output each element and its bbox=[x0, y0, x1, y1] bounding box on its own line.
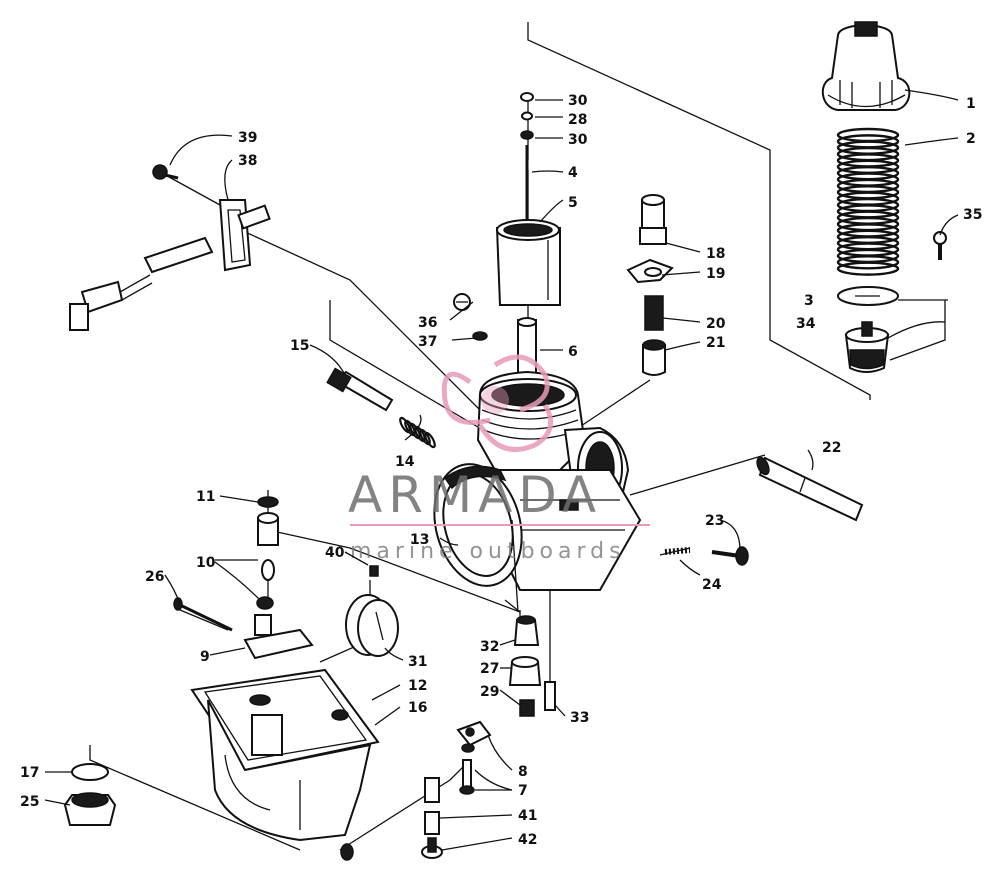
part-main-jets bbox=[508, 615, 556, 717]
callout-7: 7 bbox=[518, 783, 528, 799]
callout-24: 24 bbox=[702, 577, 722, 593]
callout-14: 14 bbox=[395, 454, 415, 470]
callout-21: 21 bbox=[706, 335, 725, 351]
part-clip bbox=[243, 614, 314, 660]
callout-3: 3 bbox=[804, 293, 814, 309]
spring-coil bbox=[424, 431, 436, 449]
part-washers bbox=[520, 92, 534, 140]
callout-18: 18 bbox=[706, 246, 725, 262]
callout-labels: 1 2 3 4 5 6 7 8 9 10 11 12 13 14 15 16 1… bbox=[20, 93, 982, 848]
callout-8: 8 bbox=[518, 764, 528, 780]
callout-20: 20 bbox=[706, 316, 726, 332]
part-throttle-bracket bbox=[69, 164, 271, 331]
spring-coil bbox=[836, 261, 900, 276]
part-long-screw bbox=[173, 597, 233, 632]
callout-33: 33 bbox=[570, 710, 589, 726]
callout-39: 39 bbox=[238, 130, 257, 146]
callout-25: 25 bbox=[20, 794, 39, 810]
part-bracket-bolts bbox=[421, 720, 492, 859]
watermark-tagline: marine outboards bbox=[350, 539, 626, 564]
leader-lines bbox=[44, 89, 959, 851]
part-spring-seat bbox=[837, 286, 899, 306]
part-air-screw bbox=[326, 367, 394, 412]
part-idle-screw bbox=[664, 546, 749, 566]
callout-23: 23 bbox=[705, 513, 724, 529]
callout-4: 4 bbox=[568, 165, 578, 181]
callout-16: 16 bbox=[408, 700, 427, 716]
callout-30b: 30 bbox=[568, 132, 588, 148]
part-top-cap bbox=[822, 21, 911, 111]
watermark-emblem-icon bbox=[441, 354, 554, 452]
callout-34: 34 bbox=[796, 316, 816, 332]
callout-27: 27 bbox=[480, 661, 499, 677]
watermark-logo: ARMADA marine outboards bbox=[348, 354, 650, 564]
callout-9: 9 bbox=[200, 649, 210, 665]
watermark-brand: ARMADA bbox=[348, 466, 602, 524]
callout-11: 11 bbox=[196, 489, 215, 505]
callout-1: 1 bbox=[966, 96, 976, 112]
callout-10: 10 bbox=[196, 555, 216, 571]
part-air-screw-spring bbox=[399, 416, 436, 449]
callout-32: 32 bbox=[480, 639, 499, 655]
spring-coil bbox=[836, 255, 900, 270]
callout-15: 15 bbox=[290, 338, 309, 354]
part-screw-36-37 bbox=[453, 293, 488, 341]
callout-6: 6 bbox=[568, 344, 578, 360]
callout-30a: 30 bbox=[568, 93, 588, 109]
callout-31: 31 bbox=[408, 654, 427, 670]
callout-13: 13 bbox=[410, 532, 429, 548]
part-float-bowl bbox=[190, 668, 380, 861]
part-drain-plug bbox=[63, 763, 117, 826]
part-needle-valve bbox=[256, 496, 279, 610]
callout-37: 37 bbox=[418, 334, 437, 350]
callout-5: 5 bbox=[568, 195, 578, 211]
part-spring bbox=[836, 127, 900, 276]
callout-17: 17 bbox=[20, 765, 39, 781]
callout-28: 28 bbox=[568, 112, 587, 128]
callout-41: 41 bbox=[518, 808, 537, 824]
callout-29: 29 bbox=[480, 684, 499, 700]
part-pin-22 bbox=[756, 456, 864, 522]
callout-19: 19 bbox=[706, 266, 725, 282]
callout-36: 36 bbox=[418, 315, 437, 331]
part-screw-35 bbox=[933, 231, 947, 260]
part-needle-holder bbox=[844, 321, 890, 373]
callout-38: 38 bbox=[238, 153, 257, 169]
part-float bbox=[345, 565, 399, 657]
callout-12: 12 bbox=[408, 678, 427, 694]
callout-26: 26 bbox=[145, 569, 164, 585]
callout-42: 42 bbox=[518, 832, 537, 848]
callout-35: 35 bbox=[963, 207, 982, 223]
part-fuel-fitting bbox=[626, 194, 674, 376]
callout-22: 22 bbox=[822, 440, 841, 456]
part-throttle-slide bbox=[495, 219, 561, 306]
callout-2: 2 bbox=[966, 131, 976, 147]
callout-40: 40 bbox=[325, 545, 345, 561]
